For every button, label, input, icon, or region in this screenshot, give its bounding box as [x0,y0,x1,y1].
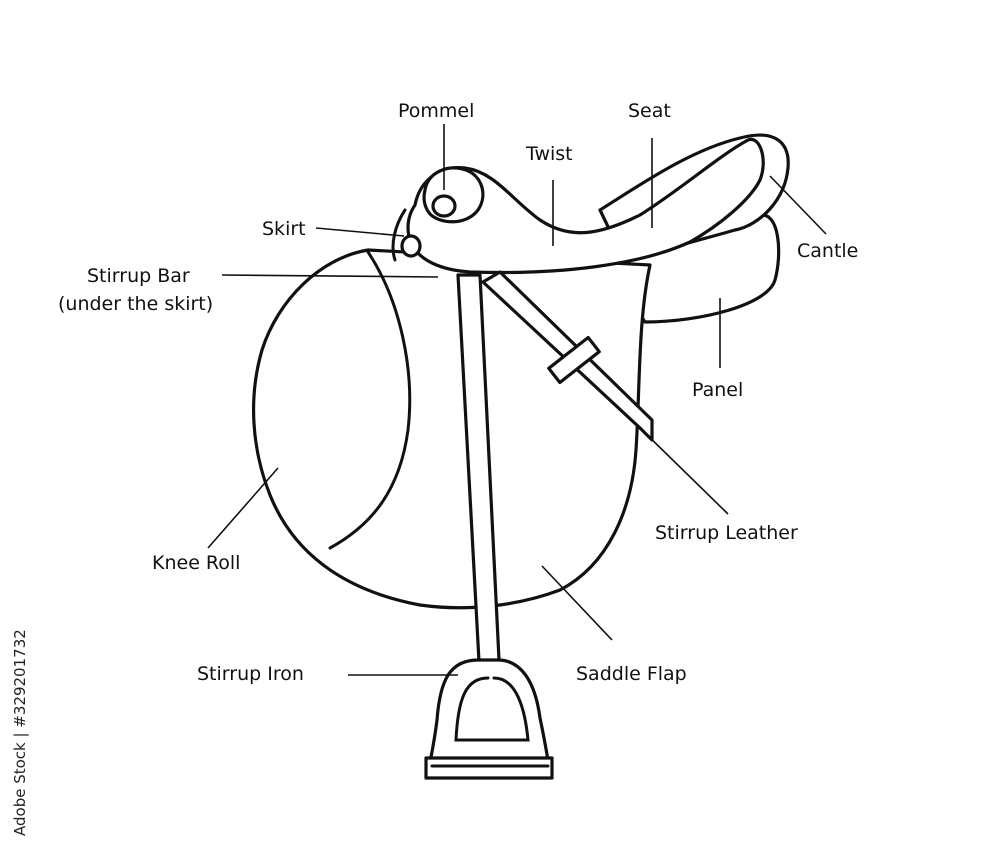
label-knee-roll: Knee Roll [152,552,240,574]
label-stirrup-bar-2: (under the skirt) [58,293,213,315]
label-pommel: Pommel [398,100,474,122]
saddle-flap-shape [254,250,650,608]
label-stirrup-iron: Stirrup Iron [197,663,304,685]
label-skirt: Skirt [262,218,306,240]
d-ring [402,236,420,256]
label-saddle-flap: Saddle Flap [576,663,687,685]
pommel-shape [424,168,483,222]
knee-roll-leader [208,468,278,548]
skirt-leader [316,228,404,236]
label-stirrup-bar-1: Stirrup Bar [87,265,190,287]
label-panel: Panel [692,379,743,401]
stock-id-watermark: Adobe Stock | #329201732 [4,600,34,840]
stock-id-text: Adobe Stock | #329201732 [11,629,29,836]
label-seat: Seat [628,100,671,122]
label-twist: Twist [525,143,573,165]
stirrup-tread [426,758,552,778]
cantle-leader [770,176,826,234]
stirrup-leather-leader [640,428,728,514]
label-stirrup-leather: Stirrup Leather [655,522,798,544]
label-cantle: Cantle [797,240,858,262]
pommel-dot [433,196,455,216]
